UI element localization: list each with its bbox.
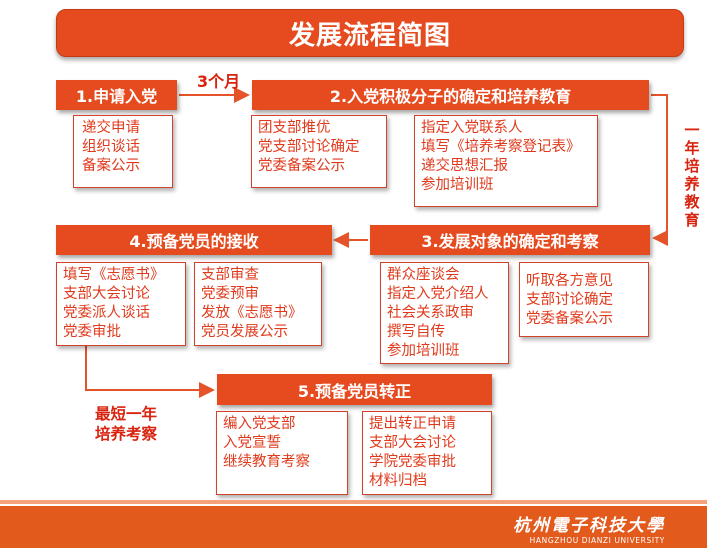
university-logo-cn: 杭州電子科技大學: [513, 516, 665, 536]
step-2-header: 2.入党积极分子的确定和培养教育: [252, 80, 649, 110]
step-3-details-a: 群众座谈会指定入党介绍人社会关系政审撰写自传参加培训班: [380, 262, 509, 364]
step-2-details-a: 团支部推优党支部讨论确定党委备案公示: [251, 115, 387, 188]
footer-stripe: [0, 500, 707, 504]
step-1-details: 递交申请组织谈话备案公示: [73, 115, 173, 188]
step-4-details-b: 支部审查党委预审发放《志愿书》党员发展公示: [194, 262, 322, 346]
step-5-header: 5.预备党员转正: [217, 374, 492, 405]
arrow-step4-to-step5: [85, 346, 215, 398]
one-year-training-label: 一 年 培 养 教 育: [684, 121, 700, 229]
step-2-details-b: 指定入党联系人填写《培养考察登记表》递交思想汇报参加培训班: [414, 115, 598, 207]
step-5-details-a: 编入党支部入党宣誓继续教育考察: [216, 411, 348, 495]
step-5-details-b: 提出转正申请支部大会讨论学院党委审批材料归档: [362, 411, 492, 495]
step-4-details-a: 填写《志愿书》支部大会讨论党委派人谈话党委审批: [56, 262, 186, 346]
step-1-header: 1.申请入党: [56, 80, 177, 110]
step-4-header: 4.预备党员的接收: [56, 225, 332, 255]
three-months-label: 3个月: [197, 72, 241, 91]
footer-bar: [0, 506, 707, 548]
university-logo: 杭州電子科技大學 HANGZHOU DIANZI UNIVERSITY: [513, 511, 665, 545]
page-title: 发展流程简图: [56, 9, 684, 57]
min-one-year-label: 最短一年 培养考察: [95, 405, 158, 443]
arrow-step2-to-step3: [651, 94, 668, 246]
step-3-details-b: 听取各方意见支部讨论确定党委备案公示: [519, 262, 649, 337]
university-logo-en: HANGZHOU DIANZI UNIVERSITY: [529, 536, 665, 545]
step-3-header: 3.发展对象的确定和考察: [370, 225, 650, 255]
